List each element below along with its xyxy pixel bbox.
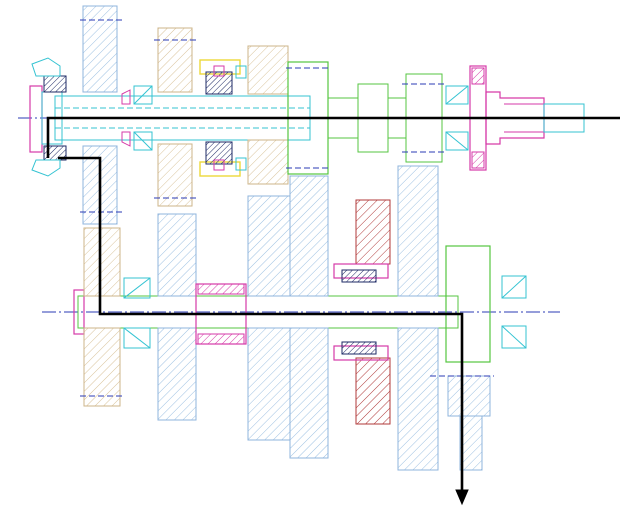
bearing-2-top: [121, 89, 131, 105]
layshaft-end-cap: [73, 289, 85, 335]
input-seal-top: [31, 57, 61, 77]
tan-gear-lower-bottom: [83, 327, 121, 407]
layshaft-right-housing: [445, 245, 491, 363]
tan-gear-second-bottom: [247, 139, 289, 185]
red-gear-bottom: [355, 357, 391, 425]
layshaft-gear-2-top: [247, 195, 291, 297]
tan-gear-upper-bottom: [157, 143, 193, 207]
input-bearing-top: [43, 75, 67, 93]
taper-bearing-left: [133, 85, 153, 151]
tan-gear-upper-top: [157, 27, 193, 93]
layshaft-gear-4-top: [397, 165, 439, 297]
layshaft-gear-1-bottom: [157, 327, 197, 421]
bearing-2-bottom: [121, 131, 131, 147]
input-end-cap: [29, 85, 43, 153]
power-path-layshaft-line: [58, 156, 464, 492]
layshaft-bearing-left: [123, 277, 151, 349]
drop-gear: [447, 375, 491, 417]
tan-gear-second-top: [247, 45, 289, 95]
layshaft-spacer-top: [197, 283, 245, 295]
input-gear-top: [82, 5, 118, 93]
drop-shaft: [459, 415, 483, 471]
layshaft-gear-2-bottom: [247, 327, 291, 441]
layshaft-bearing-right: [501, 275, 527, 349]
power-path-arrowhead: [455, 489, 469, 506]
layshaft-gear-3-top: [289, 175, 329, 297]
tan-gear-lower-top: [83, 227, 121, 297]
layshaft-gear-3-bottom: [289, 327, 329, 459]
power-path-input-line: [46, 116, 620, 158]
output-taper-bearing: [445, 85, 469, 151]
red-gear-top: [355, 199, 391, 265]
layshaft-assembly: [42, 165, 560, 471]
synchronizer-lower: [333, 263, 389, 361]
layshaft-spacer-bottom: [197, 333, 245, 345]
input-seal-bottom: [31, 159, 61, 177]
power-flow-path: [46, 116, 620, 506]
layshaft-gear-1-top: [157, 213, 197, 297]
layshaft-gear-4-bottom: [397, 327, 439, 471]
synchronizer-upper: [199, 59, 247, 177]
